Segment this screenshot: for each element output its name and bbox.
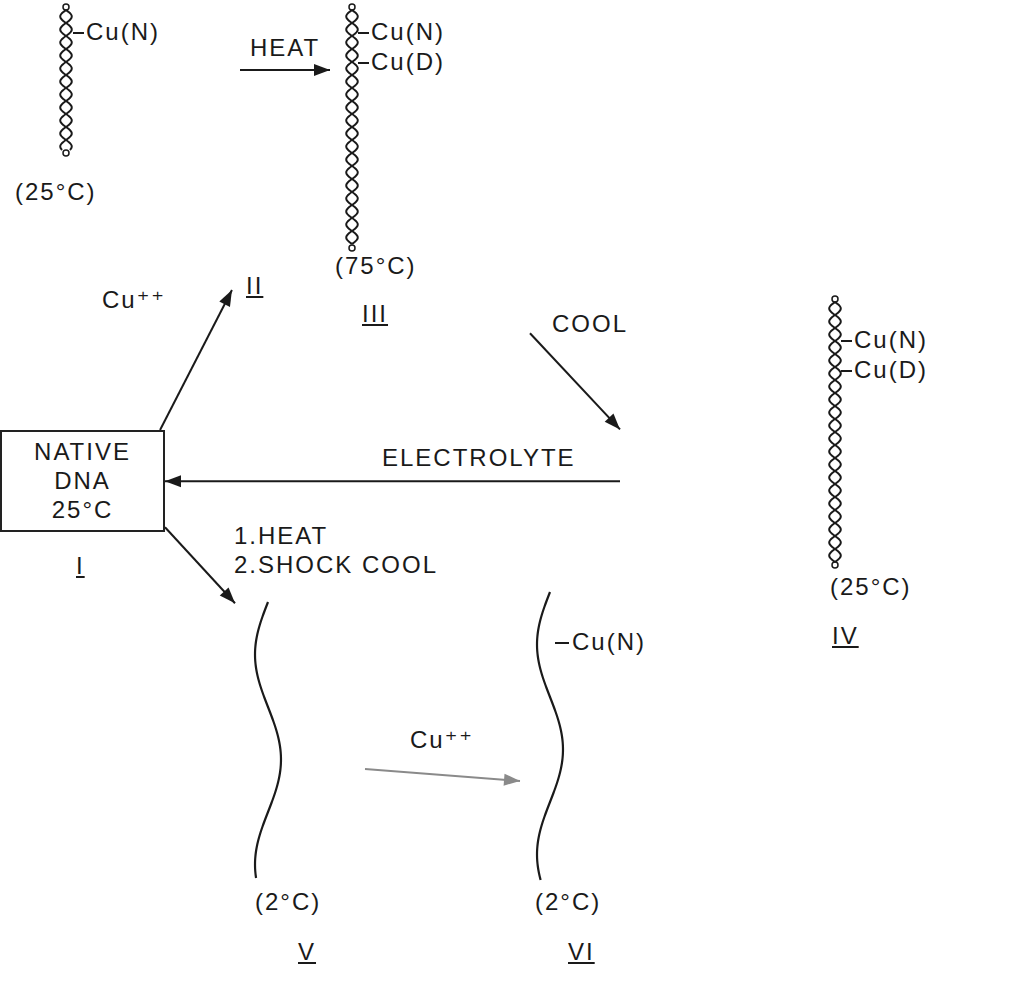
dna-state: Cu(N) (25°C) xyxy=(10,0,240,290)
state-number: V xyxy=(298,938,316,967)
bond-line xyxy=(73,32,84,34)
dna-strand xyxy=(346,10,358,244)
temperature-label: (2°C) xyxy=(255,888,321,917)
state-number: I xyxy=(76,552,85,581)
reaction-arrow xyxy=(160,290,232,430)
bond-line xyxy=(841,340,852,342)
arrow-head xyxy=(219,290,232,307)
bond-line xyxy=(841,370,852,372)
strand-end xyxy=(63,150,69,156)
state-box: NATIVE DNA 25°C xyxy=(0,430,165,532)
arrow-line xyxy=(365,769,520,781)
bond-line xyxy=(358,32,369,34)
state-number: III xyxy=(362,300,388,329)
reaction-condition: HEAT xyxy=(248,34,322,63)
bond-line xyxy=(358,62,369,64)
reaction-arrow xyxy=(530,333,620,429)
temperature-label: (25°C) xyxy=(830,573,912,602)
arrow-line xyxy=(165,527,235,603)
arrow-head xyxy=(605,414,620,430)
strand-end xyxy=(349,245,355,251)
arrow-head xyxy=(165,475,181,487)
reaction-condition: COOL xyxy=(550,310,630,339)
dna-strand xyxy=(829,302,841,562)
dna-state: (2°C) xyxy=(235,600,365,925)
copper-site-label: Cu(N) xyxy=(572,628,646,657)
arrow-head xyxy=(504,774,520,786)
dna-state: Cu(N)Cu(D) (75°C) xyxy=(330,0,530,340)
arrow-line xyxy=(160,290,232,430)
strand-end xyxy=(832,562,838,568)
temperature-label: (25°C) xyxy=(15,178,97,207)
copper-site-label: Cu(D) xyxy=(854,356,928,385)
state-number: VI xyxy=(568,938,595,967)
reaction-arrow xyxy=(240,64,330,76)
dna-state: Cu(N) (2°C) xyxy=(520,590,720,925)
copper-site-label: Cu(N) xyxy=(371,18,445,47)
dna-strand xyxy=(60,10,72,150)
arrow-head xyxy=(220,587,235,603)
bond-line xyxy=(555,642,569,644)
reaction-condition: Cu⁺⁺ xyxy=(100,286,168,315)
state-number: IV xyxy=(832,622,859,651)
reaction-condition: Cu⁺⁺ xyxy=(408,726,476,755)
copper-site-label: Cu(D) xyxy=(371,48,445,77)
state-number: II xyxy=(246,272,263,301)
reaction-condition: ELECTROLYTE xyxy=(380,444,578,473)
copper-site-label: Cu(N) xyxy=(854,326,928,355)
arrow-line xyxy=(165,480,620,482)
arrow-head xyxy=(314,64,330,76)
temperature-label: (2°C) xyxy=(535,888,601,917)
single-strand xyxy=(537,592,563,880)
reaction-arrow xyxy=(165,475,620,487)
dna-state: Cu(N)Cu(D) (25°C) xyxy=(620,295,1005,615)
strand-end xyxy=(349,4,355,10)
copper-site-label: Cu(N) xyxy=(86,18,160,47)
dna-strand xyxy=(346,10,358,244)
dna-strand xyxy=(60,10,72,150)
reaction-arrow xyxy=(165,527,235,603)
strand-end xyxy=(63,4,69,10)
strand-end xyxy=(832,296,838,302)
temperature-label: (75°C) xyxy=(335,252,417,281)
arrow-line xyxy=(530,333,620,429)
temperature-label: NATIVE DNA 25°C xyxy=(27,438,139,524)
reaction-condition: 1.HEAT 2.SHOCK COOL xyxy=(232,522,496,580)
dna-strand xyxy=(829,302,841,562)
reaction-arrow xyxy=(365,769,520,786)
single-strand xyxy=(255,602,281,878)
